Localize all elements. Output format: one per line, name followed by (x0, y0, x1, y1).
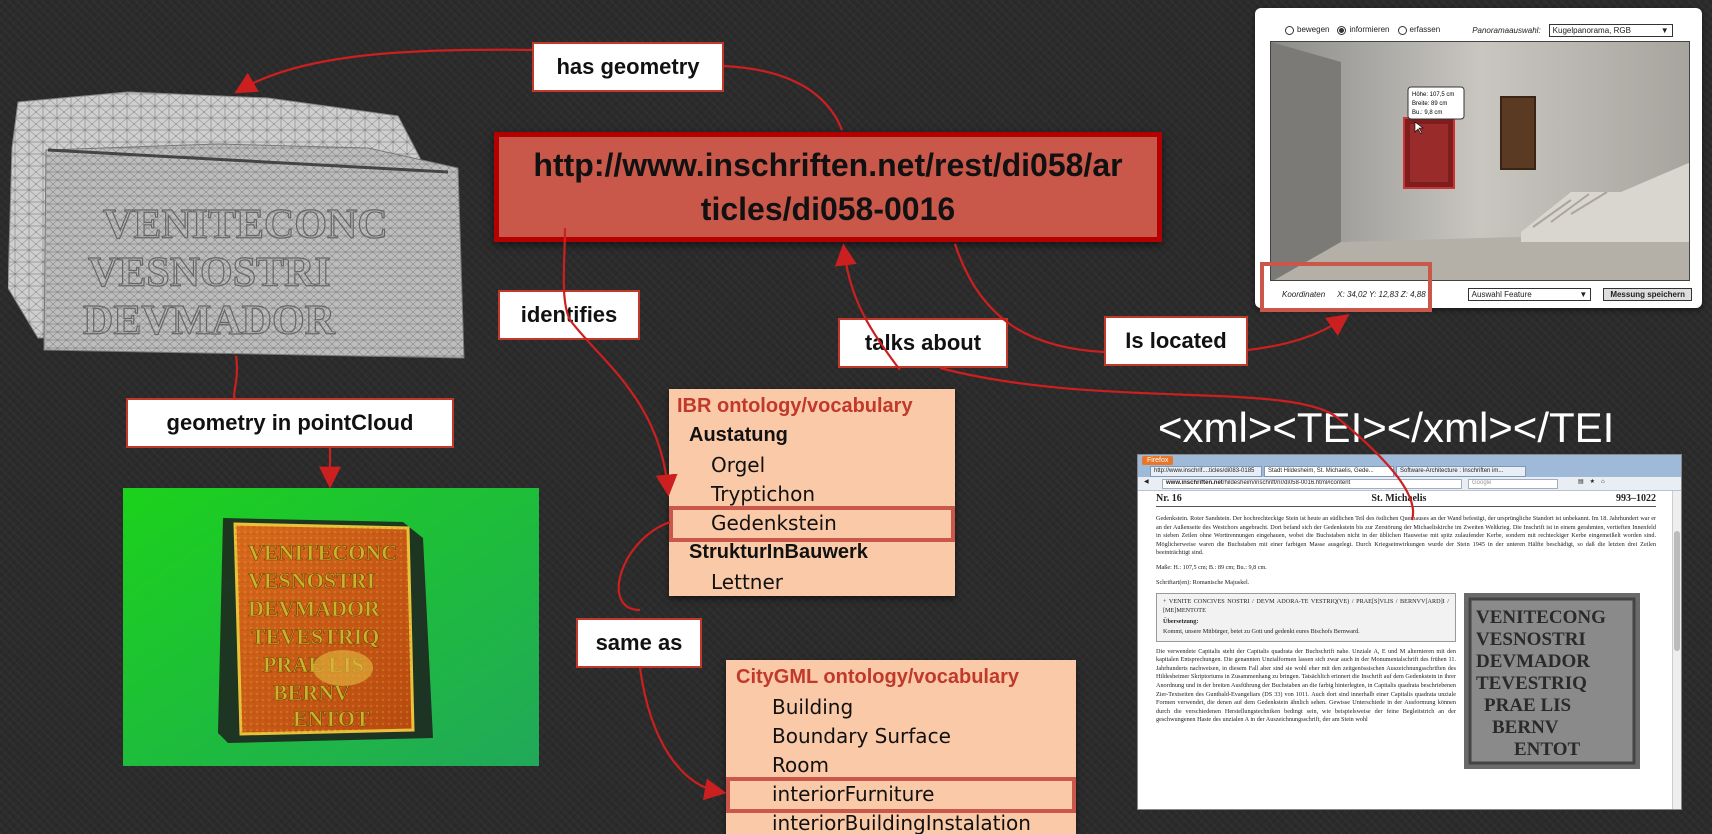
arrow-same-as-1 (617, 520, 671, 612)
browser-tab-2[interactable]: Stadt Hildesheim, St. Michaelis, Gede... (1264, 466, 1394, 477)
url-line-1: http://www.inschriften.net/rest/di058/ar (533, 147, 1123, 183)
ibr-vocabulary-box: IBR ontology/vocabulary Austatung Orgel … (669, 389, 955, 596)
toolbar-icons[interactable]: ▤★⌂ (1578, 479, 1611, 485)
chevron-down-icon: ▼ (1579, 289, 1588, 299)
pc-line-7: ENTOT (293, 706, 370, 731)
mesh-line-1: VENITECONC (103, 202, 388, 248)
citygml-vocabulary-box: CityGML ontology/vocabulary Building Bou… (726, 660, 1076, 834)
tooltip-bu: Bu.: 9,8 cm (1412, 110, 1442, 116)
photo-line-3: DEVMADOR (1476, 651, 1590, 672)
citygml-item-building: Building (772, 695, 854, 719)
article-nr: Nr. 16 (1156, 493, 1182, 504)
transcription-text: + VENITE CONCIVES NOSTRI / DEVM ADORA-TE… (1163, 598, 1449, 614)
pc-line-1: VENITECONC (248, 540, 397, 565)
pc-line-3: DEVMADOR (248, 596, 381, 621)
citygml-item-interiorfurniture: interiorFurniture (772, 782, 935, 806)
chevron-down-icon: ▼ (1660, 25, 1669, 35)
ibr-item-strukturinbauwerk: StrukturInBauwerk (689, 541, 868, 563)
photo-line-4: TEVESTRIQ (1476, 673, 1587, 694)
url-bar[interactable]: www.inschriften.net/hildesheim/inschrift… (1162, 479, 1462, 489)
arrow-same-as-2 (638, 667, 727, 801)
cursor-icon (1414, 121, 1424, 135)
label-geometry-in-pointcloud: geometry in pointCloud (126, 398, 454, 448)
ibr-item-orgel: Orgel (711, 453, 766, 477)
label-identifies: identifies (498, 290, 640, 340)
firefox-menu-button[interactable]: Firefox (1142, 456, 1174, 465)
citygml-item-boundary-surface: Boundary Surface (772, 724, 951, 748)
back-icon[interactable]: ◀ (1144, 479, 1149, 485)
pc-line-4: TEVESTRIQ (251, 624, 379, 649)
url-line-2: ticles/di058-0016 (700, 191, 956, 227)
article-place: St. Michaelis (1371, 493, 1427, 504)
mode-informieren[interactable]: informieren (1337, 25, 1390, 35)
browser-tab-3[interactable]: Software-Architecture : Inschriften im..… (1396, 466, 1526, 477)
arrow-mesh-to-pointcloud-1 (232, 355, 239, 400)
article-masse: Maße: H.: 107,5 cm; B.: 89 cm; Bu.: 9,8 … (1156, 563, 1267, 571)
arrow-identifies (562, 227, 678, 497)
translation-text: Kommt, unsere Mitbürger, betet zu Gott u… (1163, 627, 1360, 635)
ibr-item-tryptichon: Tryptichon (711, 482, 816, 506)
tooltip-breite: Breite: 89 cm (1412, 101, 1447, 107)
pointcloud-image: VENITECONC VESNOSTRI DEVMADOR TEVESTRIQ … (123, 488, 539, 766)
browser-tab-1[interactable]: http://www.inschrif....ticles/di083-0185 (1150, 466, 1262, 477)
browser-window: Firefox http://www.inschrif....ticles/di… (1137, 454, 1682, 810)
article-page: Nr. 16 St. Michaelis 993–1022 Gedenkstei… (1156, 493, 1656, 770)
label-is-located: Is located (1104, 316, 1248, 366)
browser-toolbar: ◀ www.inschriften.net/hildesheim/inschri… (1138, 477, 1681, 491)
inscription-photo: VENITECONG VESNOSTRI DEVMADOR TEVESTRIQ … (1464, 593, 1640, 770)
panorama-toolbar: bewegen informieren erfassen Panoramaaus… (1285, 22, 1692, 38)
mesh-line-2: VESNOSTRI (88, 250, 331, 296)
photo-line-2: VESNOSTRI (1476, 629, 1586, 650)
article-date: 993–1022 (1616, 493, 1656, 504)
article-paleography: Die verwendete Capitalis steht der Capit… (1156, 647, 1456, 724)
xml-tei-title: <xml><TEI></xml></TEI (1158, 404, 1615, 451)
citygml-vocabulary-title: CityGML ontology/vocabulary (736, 666, 1019, 688)
panorama-selection-label: Panoramaauswahl: (1472, 25, 1541, 35)
panorama-viewer: bewegen informieren erfassen Panoramaaus… (1255, 8, 1702, 308)
photo-line-7: ENTOT (1514, 739, 1581, 760)
coords-label: Koordinaten (1282, 289, 1326, 299)
pc-line-2: VESNOSTRI (248, 568, 375, 593)
label-same-as: same as (576, 618, 702, 668)
panorama-photo[interactable]: Höhe: 107,5 cm Breite: 89 cm Bu.: 9,8 cm (1270, 41, 1690, 281)
mode-bewegen[interactable]: bewegen (1285, 25, 1329, 35)
translation-label: Übersetzung: (1163, 618, 1199, 626)
article-schriftart: Schriftart(en): Romanische Majuskel. (1156, 578, 1250, 586)
label-has-geometry: has geometry (532, 42, 724, 92)
scrollbar[interactable] (1672, 491, 1681, 809)
coords-highlight (1260, 262, 1432, 312)
label-talks-about: talks about (838, 318, 1008, 368)
photo-line-1: VENITECONG (1476, 607, 1606, 628)
panorama-select[interactable]: Kugelpanorama, RGB▼ (1548, 23, 1673, 37)
citygml-item-interiorbuildinginstalation: interiorBuildingInstalation (772, 811, 1031, 834)
resource-url-box[interactable]: http://www.inschriften.net/rest/di058/ar… (494, 132, 1162, 242)
article-description: Gedenkstein. Roter Sandstein. Der hochre… (1156, 515, 1656, 557)
mesh-model-image: VENITECONC VESNOSTRI DEVMADOR (8, 91, 465, 359)
coords-value: X: 34,02 Y: 12,83 Z: 4,88 (1337, 289, 1426, 299)
mesh-line-3: DEVMADOR (83, 298, 336, 344)
arrow-has-geometry (234, 48, 533, 94)
tooltip-hoehe: Höhe: 107,5 cm (1412, 92, 1454, 98)
mode-erfassen[interactable]: erfassen (1397, 25, 1440, 35)
transcription-box: + VENITE CONCIVES NOSTRI / DEVM ADORA-TE… (1156, 593, 1456, 642)
save-measurement-button[interactable]: Messung speichern (1603, 287, 1692, 301)
article-header: Nr. 16 St. Michaelis 993–1022 (1156, 493, 1656, 507)
panorama-footer: Koordinaten X: 34,02 Y: 12,83 Z: 4,88 Au… (1270, 286, 1692, 302)
ibr-highlight (669, 506, 955, 542)
citygml-item-room: Room (772, 753, 829, 777)
search-input[interactable]: Google (1468, 479, 1558, 489)
ibr-item-austatung: Austatung (689, 424, 788, 446)
arrow-is-located (1247, 314, 1350, 352)
ibr-vocabulary-title: IBR ontology/vocabulary (677, 395, 913, 417)
ibr-item-lettner: Lettner (711, 570, 783, 594)
arrow-url-to-has-geometry (723, 64, 844, 131)
feature-select[interactable]: Auswahl Feature▼ (1467, 287, 1592, 301)
ibr-item-gedenkstein: Gedenkstein (711, 511, 837, 535)
photo-line-5: PRAE LIS (1484, 695, 1571, 716)
browser-tabbar: Firefox http://www.inschrif....ticles/di… (1138, 455, 1681, 477)
photo-line-6: BERNV (1492, 717, 1559, 738)
citygml-highlight (726, 777, 1076, 813)
